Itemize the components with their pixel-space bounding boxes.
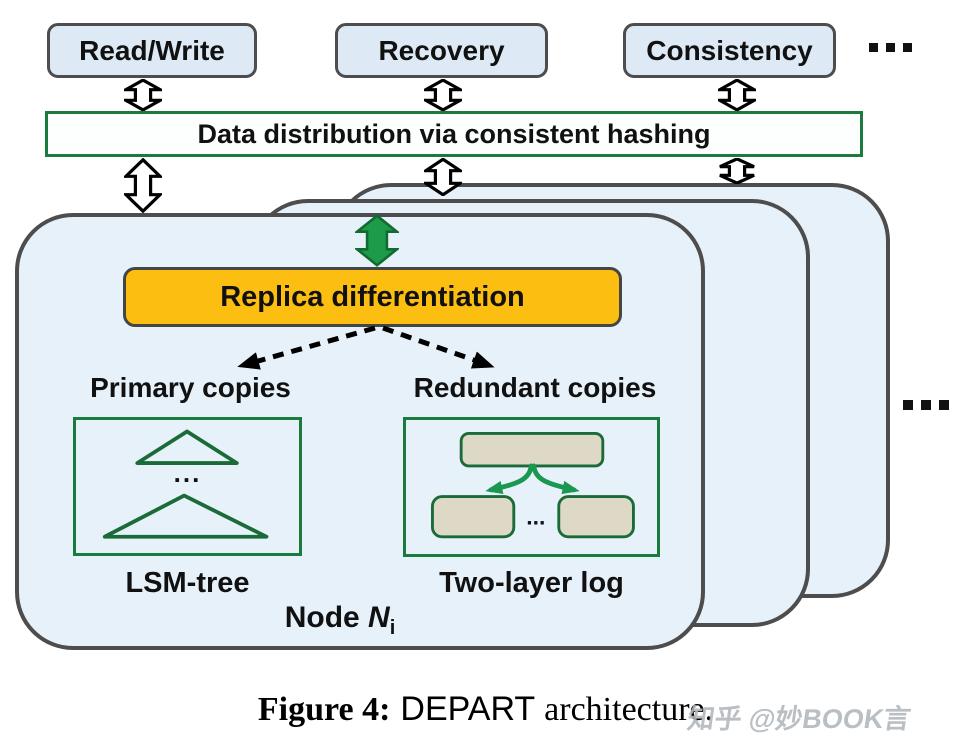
node-label: Node Ni [225,601,455,640]
figure-caption-system-name: DEPART [400,690,536,728]
double-arrow-icon [124,79,162,111]
ellipsis-dot [869,43,878,52]
ellipsis-dot [903,400,913,410]
ellipsis-dot [903,43,912,52]
lsm-tree-box: ... [73,417,302,556]
two-layer-log-caption: Two-layer log [439,567,624,599]
replica-differentiation-box: Replica differentiation [123,267,622,327]
lsm-tree-caption: LSM-tree [125,567,250,599]
double-arrow-icon [124,158,162,213]
log-ellipsis: ... [526,503,545,529]
two-layer-log-box: ... [403,417,660,557]
service-box-consistency: Consistency [623,23,836,78]
double-arrow-icon [718,79,756,111]
service-box-recovery: Recovery [335,23,548,78]
redundant-copies-label: Redundant copies [413,372,657,403]
lsm-triangles-icon [102,429,269,539]
nodes-ellipsis-icon [903,400,949,410]
ellipsis-dot [921,400,931,410]
green-double-arrow-icon [355,214,399,267]
figure-caption-text: architecture. [544,691,714,728]
ellipsis-dot [886,43,895,52]
watermark: 知乎 @妙BOOK言 [685,704,913,734]
service-box-read-write: Read/Write [47,23,257,78]
double-arrow-icon [424,158,462,196]
node-label-prefix: Node [284,601,369,634]
ellipsis-dot [939,400,949,410]
node-label-variable: N [368,601,390,634]
double-arrow-icon [718,158,756,184]
primary-copies-label: Primary copies [90,372,291,403]
lsm-ellipsis: ... [173,458,202,488]
figure-caption-number: Figure 4: [257,691,391,728]
dashed-fork-arrows-icon [237,325,495,370]
two-layer-log-diagram-icon: ... [431,431,635,539]
hash-distribution-bar: Data distribution via consistent hashing [45,111,863,157]
services-ellipsis-icon [869,43,912,52]
node-label-subscript: i [389,617,396,639]
double-arrow-icon [424,79,462,111]
